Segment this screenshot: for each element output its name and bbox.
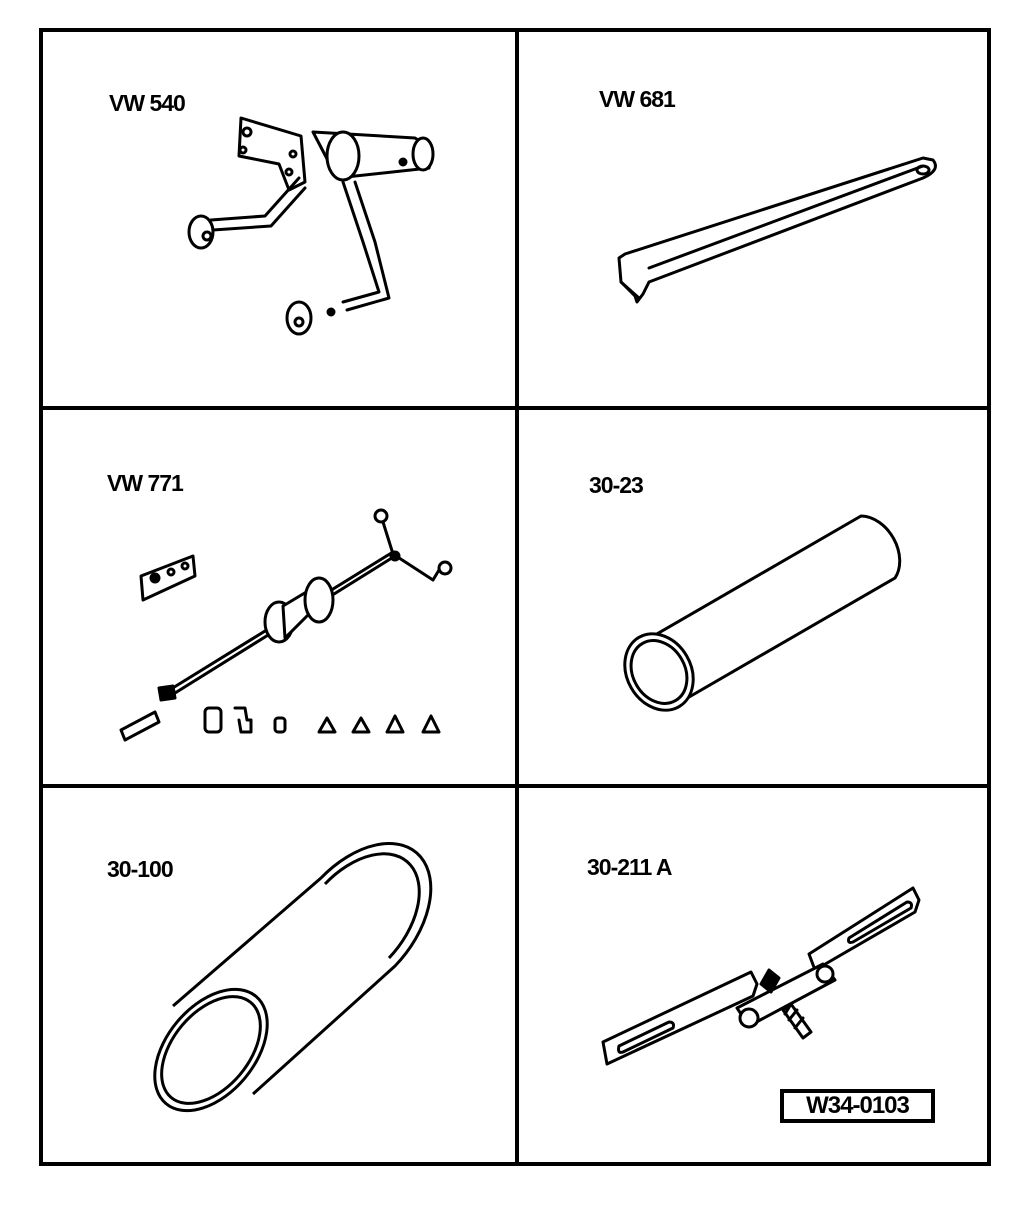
drift-sleeve-icon [153, 842, 433, 1113]
reference-number: W34-0103 [780, 1089, 935, 1123]
pin-wrench-icon [617, 156, 937, 304]
tool-cell-vw681: VW 681 [519, 32, 991, 406]
grid-divider-row-1 [43, 406, 987, 410]
tool-label: VW 771 [107, 470, 184, 496]
tool-cell-30-100: 30-100 [43, 788, 515, 1166]
grid-divider-vertical [515, 32, 519, 1162]
tool-label: VW 540 [109, 90, 186, 116]
tool-label: 30-100 [107, 856, 174, 882]
puller-bracket-icon [187, 116, 435, 336]
tool-cell-vw771: VW 771 [43, 410, 515, 784]
tool-label: VW 681 [599, 86, 676, 112]
slide-hammer-set-icon [119, 508, 453, 742]
adjustable-bar-icon [601, 886, 921, 1066]
tube-sleeve-icon [623, 514, 902, 712]
tool-sheet: VW 540 [39, 28, 991, 1166]
tool-label: 30-211 A [587, 854, 672, 880]
grid-divider-row-2 [43, 784, 987, 788]
tool-cell-30-211a: 30-211 A [519, 788, 991, 1166]
tool-cell-vw540: VW 540 [43, 32, 515, 406]
tool-label: 30-23 [589, 472, 644, 498]
tool-cell-30-23: 30-23 [519, 410, 991, 784]
